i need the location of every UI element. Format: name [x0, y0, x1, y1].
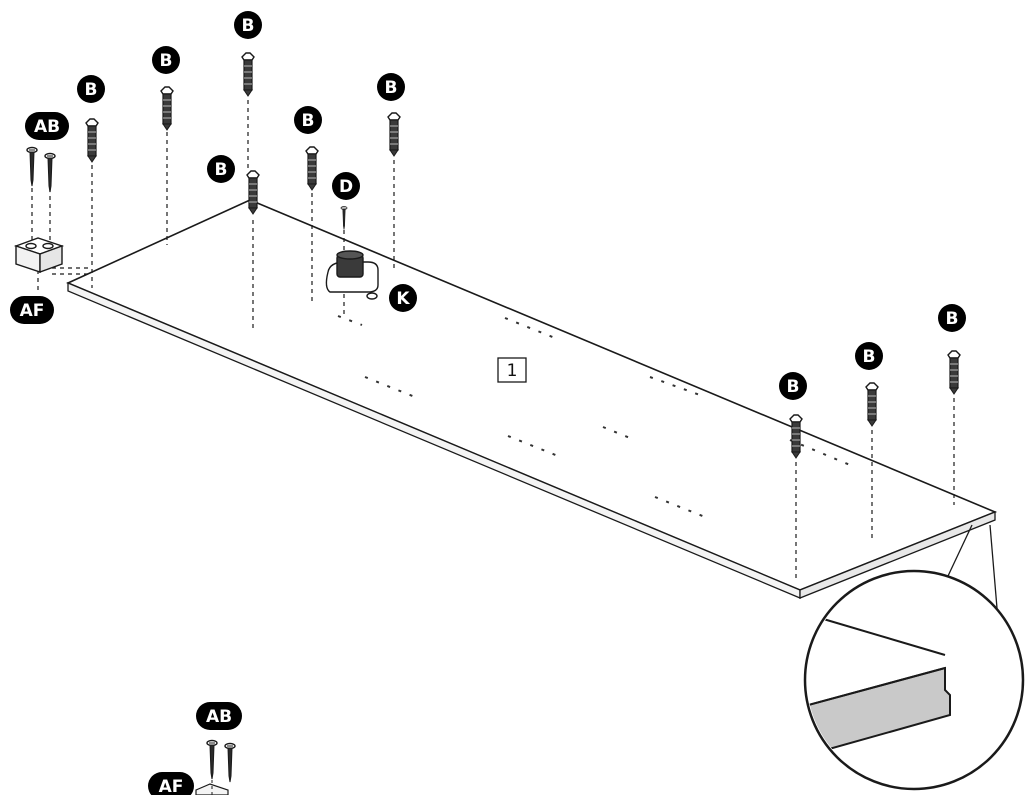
dowel-icon [387, 112, 401, 157]
badge-label: B [85, 80, 98, 100]
screw-icon [44, 152, 56, 193]
corner-block-icon [13, 237, 65, 273]
dowel-icon [85, 118, 99, 163]
badge-label: B [302, 111, 315, 131]
next-step-preview: AB AF [148, 702, 242, 795]
badge-b-8: B [855, 342, 883, 370]
badge-label: B [242, 16, 255, 36]
dowel-icon [246, 170, 260, 215]
badge-label: AF [159, 777, 184, 795]
badge-b-7: B [779, 372, 807, 400]
badge-d: D [332, 172, 360, 200]
screw-icon [340, 206, 348, 231]
badge-label: B [863, 347, 876, 367]
badge-label: B [215, 160, 228, 180]
badge-ab-top: AB [25, 112, 69, 140]
cam-lock-icon [325, 250, 379, 300]
shelf-panel [66, 199, 998, 599]
dowel-icon [241, 52, 255, 97]
dowel-icon [947, 350, 961, 395]
badge-label: AF [20, 301, 45, 321]
screw-icon [206, 739, 218, 780]
badge-label: B [787, 377, 800, 397]
badge-b-2: B [152, 46, 180, 74]
hole-markings [337, 315, 851, 518]
badge-label: B [160, 51, 173, 71]
step-number: 1 [507, 361, 518, 381]
badge-label: D [339, 177, 353, 197]
badge-label: AB [34, 117, 60, 137]
dowel-icon [160, 86, 174, 131]
badge-label: B [946, 309, 959, 329]
edge-detail-zoom [803, 524, 1025, 791]
badge-b-9: B [938, 304, 966, 332]
badge-b-3: B [234, 11, 262, 39]
dowel-icon [305, 146, 319, 191]
badge-label: B [385, 78, 398, 98]
screw-icon [26, 146, 38, 187]
badge-b-6: B [377, 73, 405, 101]
badge-label: AB [206, 707, 232, 727]
dowel-icon [789, 414, 803, 459]
screw-icon [224, 742, 236, 783]
badge-ab-bottom: AB [196, 702, 242, 730]
badge-af-top: AF [10, 296, 54, 324]
badge-af-bottom: AF [148, 772, 194, 795]
badge-b-5: B [294, 106, 322, 134]
badge-b-1: B [77, 75, 105, 103]
badge-k: K [389, 284, 417, 312]
badge-b-4: B [207, 155, 235, 183]
dowel-icon [865, 382, 879, 427]
step-number-box: 1 [497, 357, 527, 383]
badge-label: K [396, 289, 410, 309]
